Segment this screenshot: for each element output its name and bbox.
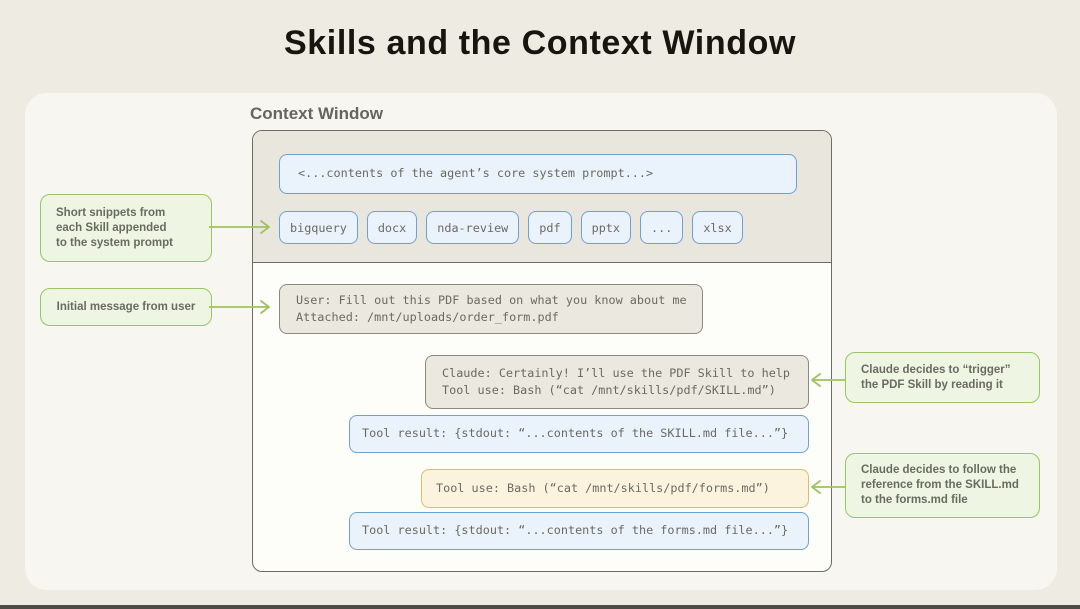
annotation-line: Claude decides to follow the — [861, 464, 1017, 476]
skill-chips-row: bigquery docx nda-review pdf pptx ... xl… — [279, 211, 743, 244]
system-prompt-box: <...contents of the agent’s core system … — [279, 154, 797, 194]
arrow-right-icon — [209, 300, 270, 314]
annotation-follow-reference: Claude decides to follow the reference f… — [845, 453, 1040, 518]
skill-chip-pdf: pdf — [528, 211, 572, 244]
annotation-line: Claude decides to “trigger” — [861, 363, 1011, 376]
skill-chip-bigquery: bigquery — [279, 211, 358, 244]
arrow-left-icon — [811, 480, 846, 494]
annotation-initial-message: Initial message from user — [40, 288, 212, 326]
arrow-left-icon — [811, 373, 846, 387]
arrow-right-icon — [209, 220, 270, 234]
annotation-line: Initial message from user — [56, 300, 196, 313]
tool-use-forms-text: Tool use: Bash (“cat /mnt/skills/pdf/for… — [436, 480, 770, 495]
user-message-box: User: Fill out this PDF based on what yo… — [279, 284, 703, 334]
tool-result-skill-box: Tool result: {stdout: “...contents of th… — [349, 415, 809, 453]
context-window-label: Context Window — [250, 104, 383, 123]
system-prompt-section: <...contents of the agent’s core system … — [253, 131, 831, 263]
annotation-trigger-skill: Claude decides to “trigger” the PDF Skil… — [845, 352, 1040, 403]
context-window-box: <...contents of the agent’s core system … — [252, 130, 832, 572]
annotation-line: Short snippets from — [56, 206, 166, 219]
claude-message-line-2: Tool use: Bash (“cat /mnt/skills/pdf/SKI… — [442, 383, 776, 397]
annotation-line: to the system prompt — [56, 236, 173, 249]
skill-chip-pptx: pptx — [580, 211, 632, 244]
skill-chip-docx: docx — [366, 211, 418, 244]
system-prompt-text: <...contents of the agent’s core system … — [298, 166, 654, 181]
annotation-line: reference from the SKILL.md — [861, 479, 1019, 491]
tool-use-forms-box: Tool use: Bash (“cat /mnt/skills/pdf/for… — [421, 469, 809, 508]
claude-message-box: Claude: Certainly! I’ll use the PDF Skil… — [425, 355, 809, 409]
tool-result-forms-box: Tool result: {stdout: “...contents of th… — [349, 512, 809, 550]
tool-result-forms-text: Tool result: {stdout: “...contents of th… — [362, 523, 789, 538]
claude-message-line-1: Claude: Certainly! I’ll use the PDF Skil… — [442, 365, 791, 380]
annotation-line: to the forms.md file — [861, 494, 968, 506]
annotation-line: each Skill appended — [56, 221, 167, 234]
annotation-line: the PDF Skill by reading it — [861, 378, 1003, 391]
user-message-line-2: Attached: /mnt/uploads/order_form.pdf — [296, 310, 559, 324]
bottom-edge-bar — [0, 605, 1080, 609]
tool-result-skill-text: Tool result: {stdout: “...contents of th… — [362, 426, 789, 441]
skill-chip-more: ... — [640, 211, 684, 244]
user-message-line-1: User: Fill out this PDF based on what yo… — [296, 292, 687, 307]
page-title: Skills and the Context Window — [283, 24, 796, 62]
annotation-skill-snippets: Short snippets from each Skill appended … — [40, 194, 212, 262]
skill-chip-xlsx: xlsx — [692, 211, 743, 244]
skill-chip-nda-review: nda-review — [426, 211, 520, 244]
